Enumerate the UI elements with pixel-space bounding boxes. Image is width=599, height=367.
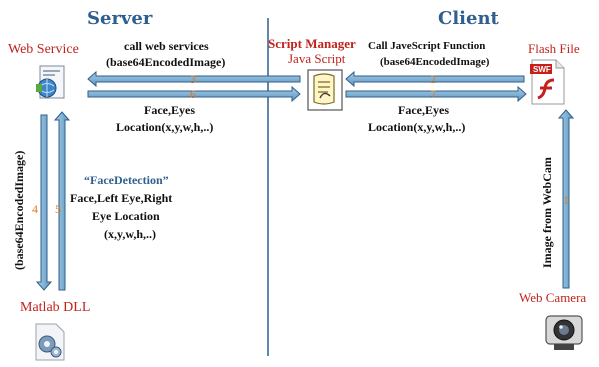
script-manager-label: Script Manager — [268, 36, 356, 51]
matlab-dll-label: Matlab DLL — [20, 300, 91, 315]
step-4: 4 — [32, 202, 38, 216]
web-camera-label: Web Camera — [519, 290, 587, 305]
step-5: 5 — [55, 202, 61, 216]
step-7: 7 — [430, 87, 436, 101]
webcam-icon — [545, 315, 583, 350]
web-service-label: Web Service — [8, 42, 79, 57]
face-eyes-right-location: Location(x,y,w,h,..) — [368, 120, 466, 134]
step-6: 6 — [190, 87, 196, 101]
client-header: Client — [438, 8, 499, 29]
step-1: 1 — [563, 193, 569, 207]
arrow-5-up — [53, 111, 71, 291]
call-web-services-label: call web services — [124, 39, 209, 53]
vertical-base64-label: (base64EncodedImage) — [12, 150, 26, 270]
face-eyes-left-location: Location(x,y,w,h,..) — [116, 120, 214, 134]
arrow-2-left — [345, 70, 525, 88]
arrow-4-down — [35, 114, 53, 291]
arrow-6-right — [87, 85, 301, 103]
face-eyes-left-label: Face,Eyes — [144, 103, 195, 117]
call-js-param: (base64EncodedImage) — [380, 56, 490, 68]
face-detection-title: “FaceDetection” — [84, 173, 169, 187]
face-detection-line3: (x,y,w,h,..) — [104, 227, 157, 241]
call-js-label: Call JaveScript Function — [368, 40, 486, 52]
step-2: 2 — [430, 72, 436, 86]
web-service-icon — [36, 65, 65, 99]
svg-text:SWF: SWF — [533, 65, 551, 74]
arrow-7-right — [345, 85, 527, 103]
swf-file-icon: SWF — [530, 59, 565, 105]
server-header: Server — [87, 8, 153, 29]
arrow-3-left — [87, 70, 301, 88]
java-script-label: Java Script — [288, 51, 346, 66]
step-3: 3 — [190, 72, 196, 86]
face-eyes-right-label: Face,Eyes — [398, 103, 449, 117]
image-from-webcam-label: Image from WebCam — [540, 157, 554, 268]
script-icon — [307, 69, 343, 111]
face-detection-line1: Face,Left Eye,Right — [70, 191, 173, 205]
dll-gear-icon — [35, 323, 65, 361]
arrow-1-up — [557, 109, 575, 289]
call-web-services-param: (base64EncodedImage) — [106, 55, 226, 69]
face-detection-line2: Eye Location — [92, 209, 160, 223]
flash-file-label: Flash File — [528, 41, 580, 56]
